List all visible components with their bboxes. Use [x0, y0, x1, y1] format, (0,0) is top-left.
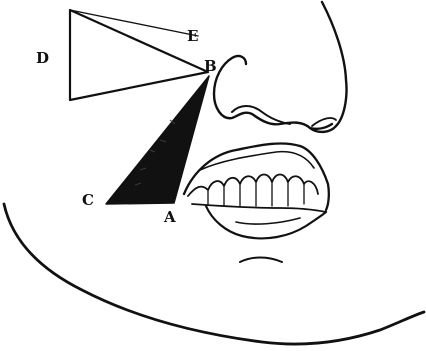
label-a: A — [163, 208, 176, 226]
label-b: B — [204, 57, 217, 75]
shaded-triangle-cba — [106, 76, 209, 204]
label-c: C — [82, 191, 94, 209]
nose-outline — [214, 2, 347, 132]
face-outline — [4, 204, 424, 344]
label-d: D — [36, 49, 49, 67]
chin-crease — [240, 258, 282, 263]
mouth — [184, 143, 329, 238]
wedge-triangle-deb — [70, 10, 208, 100]
label-e: E — [187, 27, 198, 45]
